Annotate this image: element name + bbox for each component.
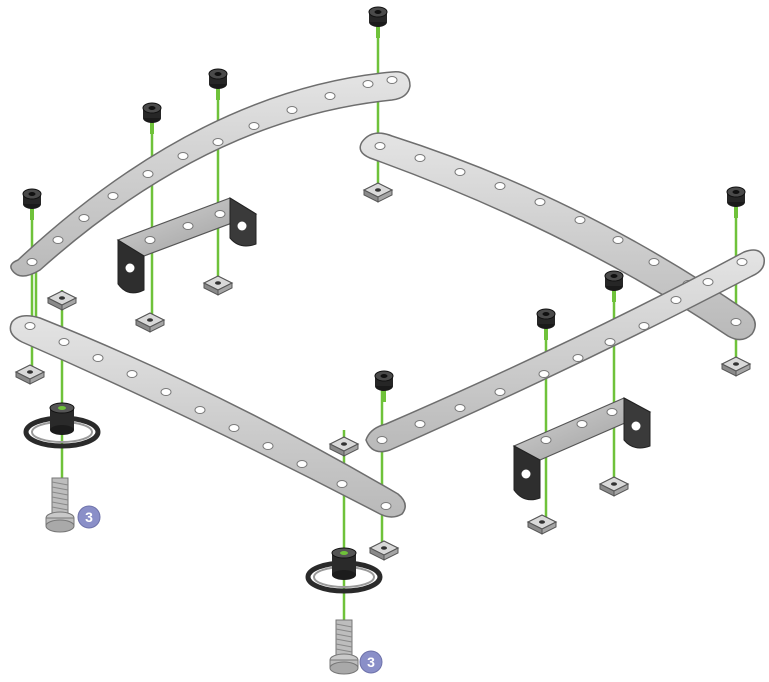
u-bracket-right xyxy=(512,397,652,501)
long-bolt-icon xyxy=(45,477,75,533)
cap-screw-icon xyxy=(208,68,228,100)
square-nut-icon xyxy=(328,436,360,457)
square-nut-icon xyxy=(14,364,46,385)
strip-holes xyxy=(26,76,398,266)
cap-screw-icon xyxy=(536,308,556,340)
strip-bottom-right xyxy=(365,249,765,453)
cap-screw-icon xyxy=(374,370,394,402)
u-bracket-left xyxy=(116,197,258,294)
callout-badge-bottom: 3 xyxy=(359,650,383,674)
cap-screw-icon xyxy=(368,6,388,38)
callout-number: 3 xyxy=(367,654,375,670)
cap-screw-icon xyxy=(142,102,162,134)
square-nut-icon xyxy=(526,514,558,535)
callout-number: 3 xyxy=(85,509,93,525)
strip-bottom-left xyxy=(9,315,406,518)
square-nut-icon xyxy=(46,290,78,311)
square-nut-icon xyxy=(368,540,400,561)
callout-badge-left: 3 xyxy=(77,505,101,529)
cap-screw-icon xyxy=(726,186,746,218)
square-nut-icon xyxy=(202,275,234,296)
strip-top-right xyxy=(359,132,756,341)
caster-wheel-icon xyxy=(305,547,383,594)
square-nut-icon xyxy=(362,182,394,203)
caster-wheel-icon xyxy=(23,402,101,449)
strip-top-left xyxy=(10,71,411,277)
guide-lines xyxy=(30,20,738,665)
cap-screw-icon xyxy=(22,188,42,220)
cap-screw-icon xyxy=(604,270,624,302)
strip-holes xyxy=(24,322,392,510)
hardware xyxy=(14,6,752,675)
square-nut-icon xyxy=(598,476,630,497)
square-nut-icon xyxy=(134,312,166,333)
square-nut-icon xyxy=(720,356,752,377)
long-bolt-icon xyxy=(329,619,359,675)
strip-holes xyxy=(376,258,748,444)
